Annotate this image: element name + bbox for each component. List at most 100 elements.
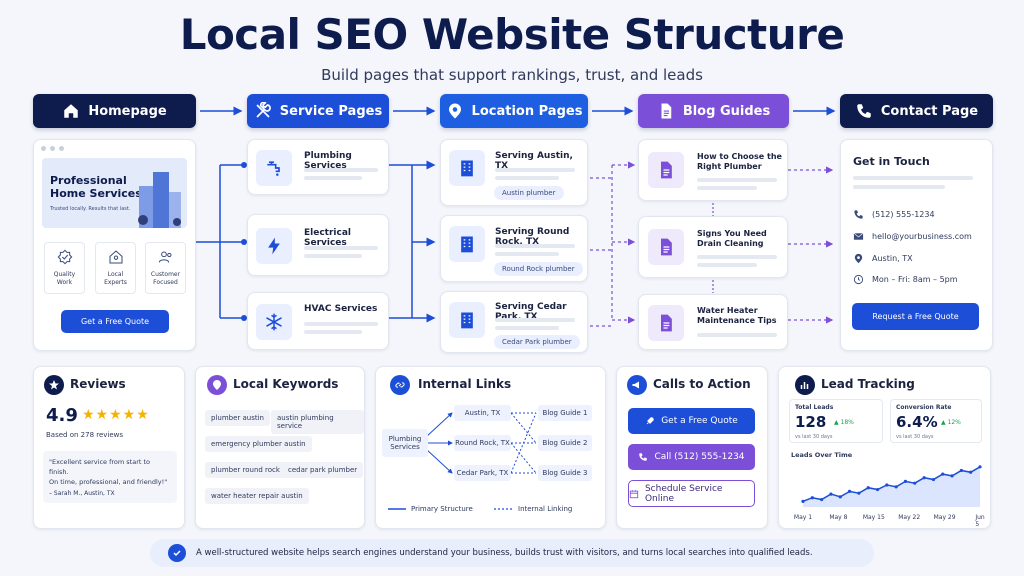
location-card-cedar-park[interactable]: Serving Cedar Park, TX Cedar Park plumbe… — [440, 291, 588, 353]
phone-icon — [639, 453, 648, 461]
document-icon — [661, 103, 672, 119]
total-leads-stat: Total Leads 128 ▲ 18% vs last 30 days — [789, 399, 883, 443]
stage-blog-guides[interactable]: Blog Guides — [638, 94, 789, 128]
keyword-tag: austin plumbing service — [271, 410, 364, 434]
mail-icon — [853, 233, 864, 240]
snowflake-icon — [266, 313, 282, 331]
cta-schedule-button[interactable]: Schedule Service Online — [628, 480, 755, 507]
keyword-tag: plumber round rock — [205, 462, 286, 478]
links-city-node: Austin, TX — [454, 405, 511, 421]
stage-contact-page[interactable]: Contact Page — [840, 94, 993, 128]
chart-point — [838, 495, 842, 499]
stage-homepage[interactable]: Homepage — [33, 94, 196, 128]
chart-point — [978, 465, 982, 469]
links-guide-node: Blog Guide 2 — [538, 435, 592, 451]
keyword-tag: cedar park plumber — [282, 462, 364, 478]
building-icon — [461, 236, 473, 253]
bar-chart-icon — [800, 382, 809, 389]
keyword-tag: water heater repair austin — [205, 488, 309, 504]
location-tag: Cedar Park plumber — [494, 335, 580, 349]
chart-point — [857, 491, 861, 495]
lead-tracking-panel: Lead Tracking Total Leads 128 ▲ 18% vs l… — [778, 366, 991, 529]
service-label: Electrical Services — [304, 228, 351, 248]
lightning-icon — [268, 237, 280, 255]
chart-point — [866, 486, 870, 490]
chart-x-label: May 15 — [862, 514, 885, 521]
service-card-hvac[interactable]: HVAC Services — [247, 292, 389, 350]
chart-area — [803, 466, 980, 507]
legend-primary: Primary Structure — [411, 505, 473, 513]
keyword-tag: plumber austin — [205, 410, 270, 426]
users-icon — [158, 251, 171, 263]
review-quote: "Excellent service from start to finish.… — [43, 451, 177, 503]
service-card-plumbing[interactable]: Plumbing Services — [247, 139, 389, 195]
internal-links-panel: Internal Links Plumbing Services Austin,… — [375, 366, 606, 529]
chart-point — [820, 497, 824, 502]
cta-call-button[interactable]: Call (512) 555-1234 — [628, 444, 755, 470]
contact-phone[interactable]: (512) 555-1234 — [853, 209, 935, 220]
reviews-title: Reviews — [70, 377, 126, 391]
stage-label: Location Pages — [471, 103, 583, 119]
links-guide-node: Blog Guide 3 — [538, 465, 592, 481]
chart-point — [903, 479, 908, 483]
stage-location-pages[interactable]: Location Pages — [440, 94, 588, 128]
chart-point — [885, 483, 889, 487]
hero-title: Professional Home Services — [50, 174, 142, 200]
legend-internal: Internal Linking — [518, 505, 573, 513]
faucet-icon — [267, 161, 280, 176]
contact-email[interactable]: hello@yourbusiness.com — [853, 231, 972, 242]
links-root-node: Plumbing Services — [382, 429, 428, 457]
rating-stars: ★★★★★ — [82, 407, 150, 423]
rating-count: Based on 278 reviews — [46, 431, 124, 439]
badge-check-icon — [57, 249, 72, 265]
links-diagram — [388, 412, 537, 510]
building-icon — [461, 312, 473, 329]
location-card-round-rock[interactable]: Serving Round Rock, TX Round Rock plumbe… — [440, 215, 588, 282]
chart-x-label: May 22 — [898, 514, 921, 521]
calendar-icon — [629, 489, 639, 498]
contact-hours: Mon – Fri: 8am – 5pm — [853, 274, 958, 285]
location-card-austin[interactable]: Serving Austin, TX Austin plumber — [440, 139, 588, 206]
chart-point — [959, 468, 963, 473]
stage-label: Contact Page — [880, 103, 979, 119]
chart-point — [829, 492, 833, 496]
map-pin-icon — [213, 380, 221, 390]
contact-quote-button[interactable]: Request a Free Quote — [852, 303, 979, 330]
rating-value: 4.9 — [46, 405, 78, 426]
cta-quote-button[interactable]: Get a Free Quote — [628, 408, 755, 434]
stage-label: Homepage — [88, 103, 167, 119]
footer-text: A well-structured website helps search e… — [196, 548, 813, 558]
chart-x-label: May 1 — [793, 514, 813, 521]
map-pin-icon — [448, 103, 461, 119]
chart-point — [941, 472, 945, 476]
chart-point — [950, 474, 954, 478]
chart-point — [847, 489, 852, 493]
service-card-electrical[interactable]: Electrical Services — [247, 214, 389, 276]
chart-point — [913, 481, 917, 485]
clock-icon — [853, 274, 864, 285]
tracking-title: Lead Tracking — [821, 377, 915, 391]
calls-to-action-panel: Calls to Action Get a Free Quote Call (5… — [616, 366, 768, 529]
page-subtitle: Build pages that support rankings, trust… — [321, 66, 703, 84]
home-icon — [64, 104, 79, 118]
hero-banner: Professional Home Services Trusted local… — [42, 158, 187, 228]
homepage-quote-button[interactable]: Get a Free Quote — [61, 310, 169, 333]
phone-icon — [854, 210, 863, 219]
links-city-node: Cedar Park, TX — [454, 465, 511, 481]
hero-tagline: Trusted locally. Results that last. — [50, 206, 131, 212]
chart-point — [931, 477, 936, 482]
chart-point — [922, 476, 926, 480]
document-icon — [661, 238, 672, 256]
homepage-card: Professional Home Services Trusted local… — [33, 139, 196, 351]
stage-service-pages[interactable]: Service Pages — [247, 94, 389, 128]
footer-banner: A well-structured website helps search e… — [150, 539, 874, 567]
chart-point — [969, 470, 973, 474]
contact-city: Austin, TX — [853, 253, 913, 264]
links-city-node: Round Rock, TX — [454, 435, 511, 451]
